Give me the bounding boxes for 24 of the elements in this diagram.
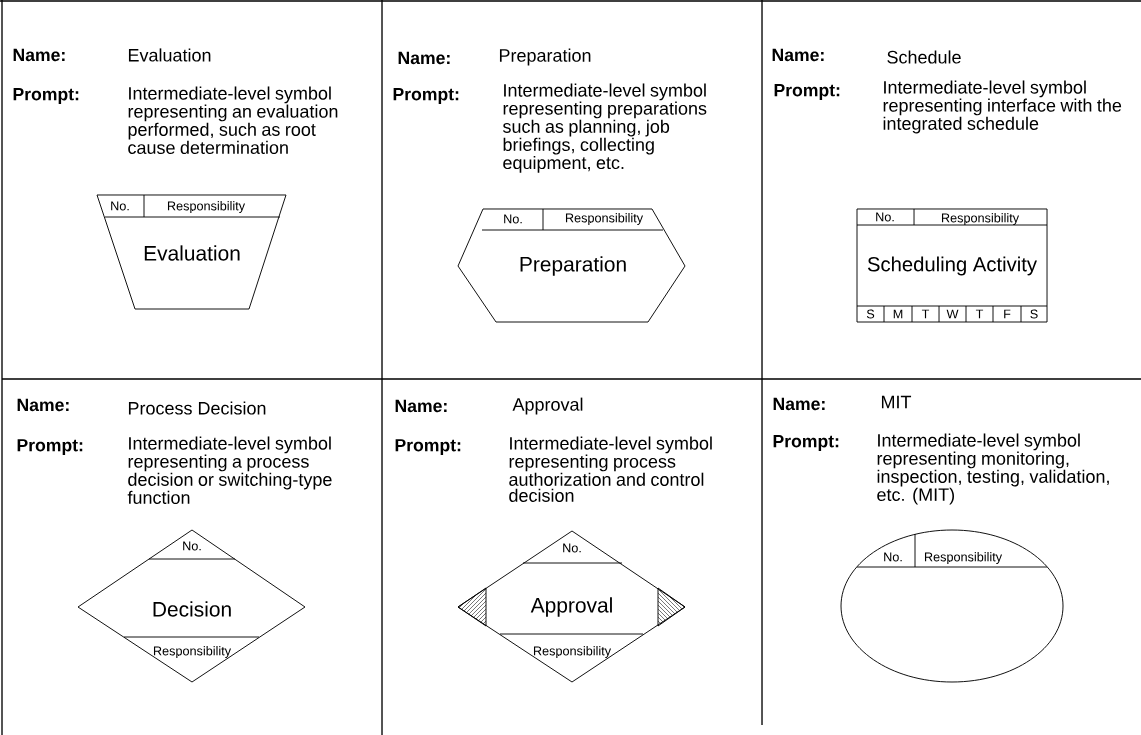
field-label: Name: [398,51,450,65]
description-text: Intermediate-level symbol representing a process decision or switching-type function [127,436,332,504]
field-value: Process Decision [128,401,266,415]
field-label: Name: [13,48,65,62]
description-text: Intermediate-level symbol representing monitoring, inspection, testing, validation, etc. (MIT) [877,433,1109,505]
description-text: Intermediate-level symbol representing preparations such as planning, job briefings, collecting equipment, etc. [503,83,707,173]
field-label: Prompt: [774,84,840,100]
field-value: MIT [881,395,912,409]
field-label: Name: [395,399,447,413]
field-value: Approval [512,397,583,415]
field-label: Name: [772,48,824,62]
description-text: Intermediate-level symbol representing interface with the integrated schedule [883,80,1122,134]
description-text: Intermediate-level symbol representing process authorization and control decision [509,436,712,502]
field-value: Evaluation [128,48,211,62]
field-label: Name: [17,398,69,412]
description-text: Intermediate-level symbol representing an evaluation performed, such as root cause determination [128,86,338,154]
field-label: Prompt: [395,439,461,455]
field-value: Schedule [887,50,961,64]
field-value: Preparation [499,48,591,66]
field-label: Prompt: [393,88,459,104]
field-label: Name: [773,397,825,411]
field-label: Prompt: [13,88,79,104]
field-label: Prompt: [17,439,83,455]
field-label: Prompt: [773,435,839,451]
